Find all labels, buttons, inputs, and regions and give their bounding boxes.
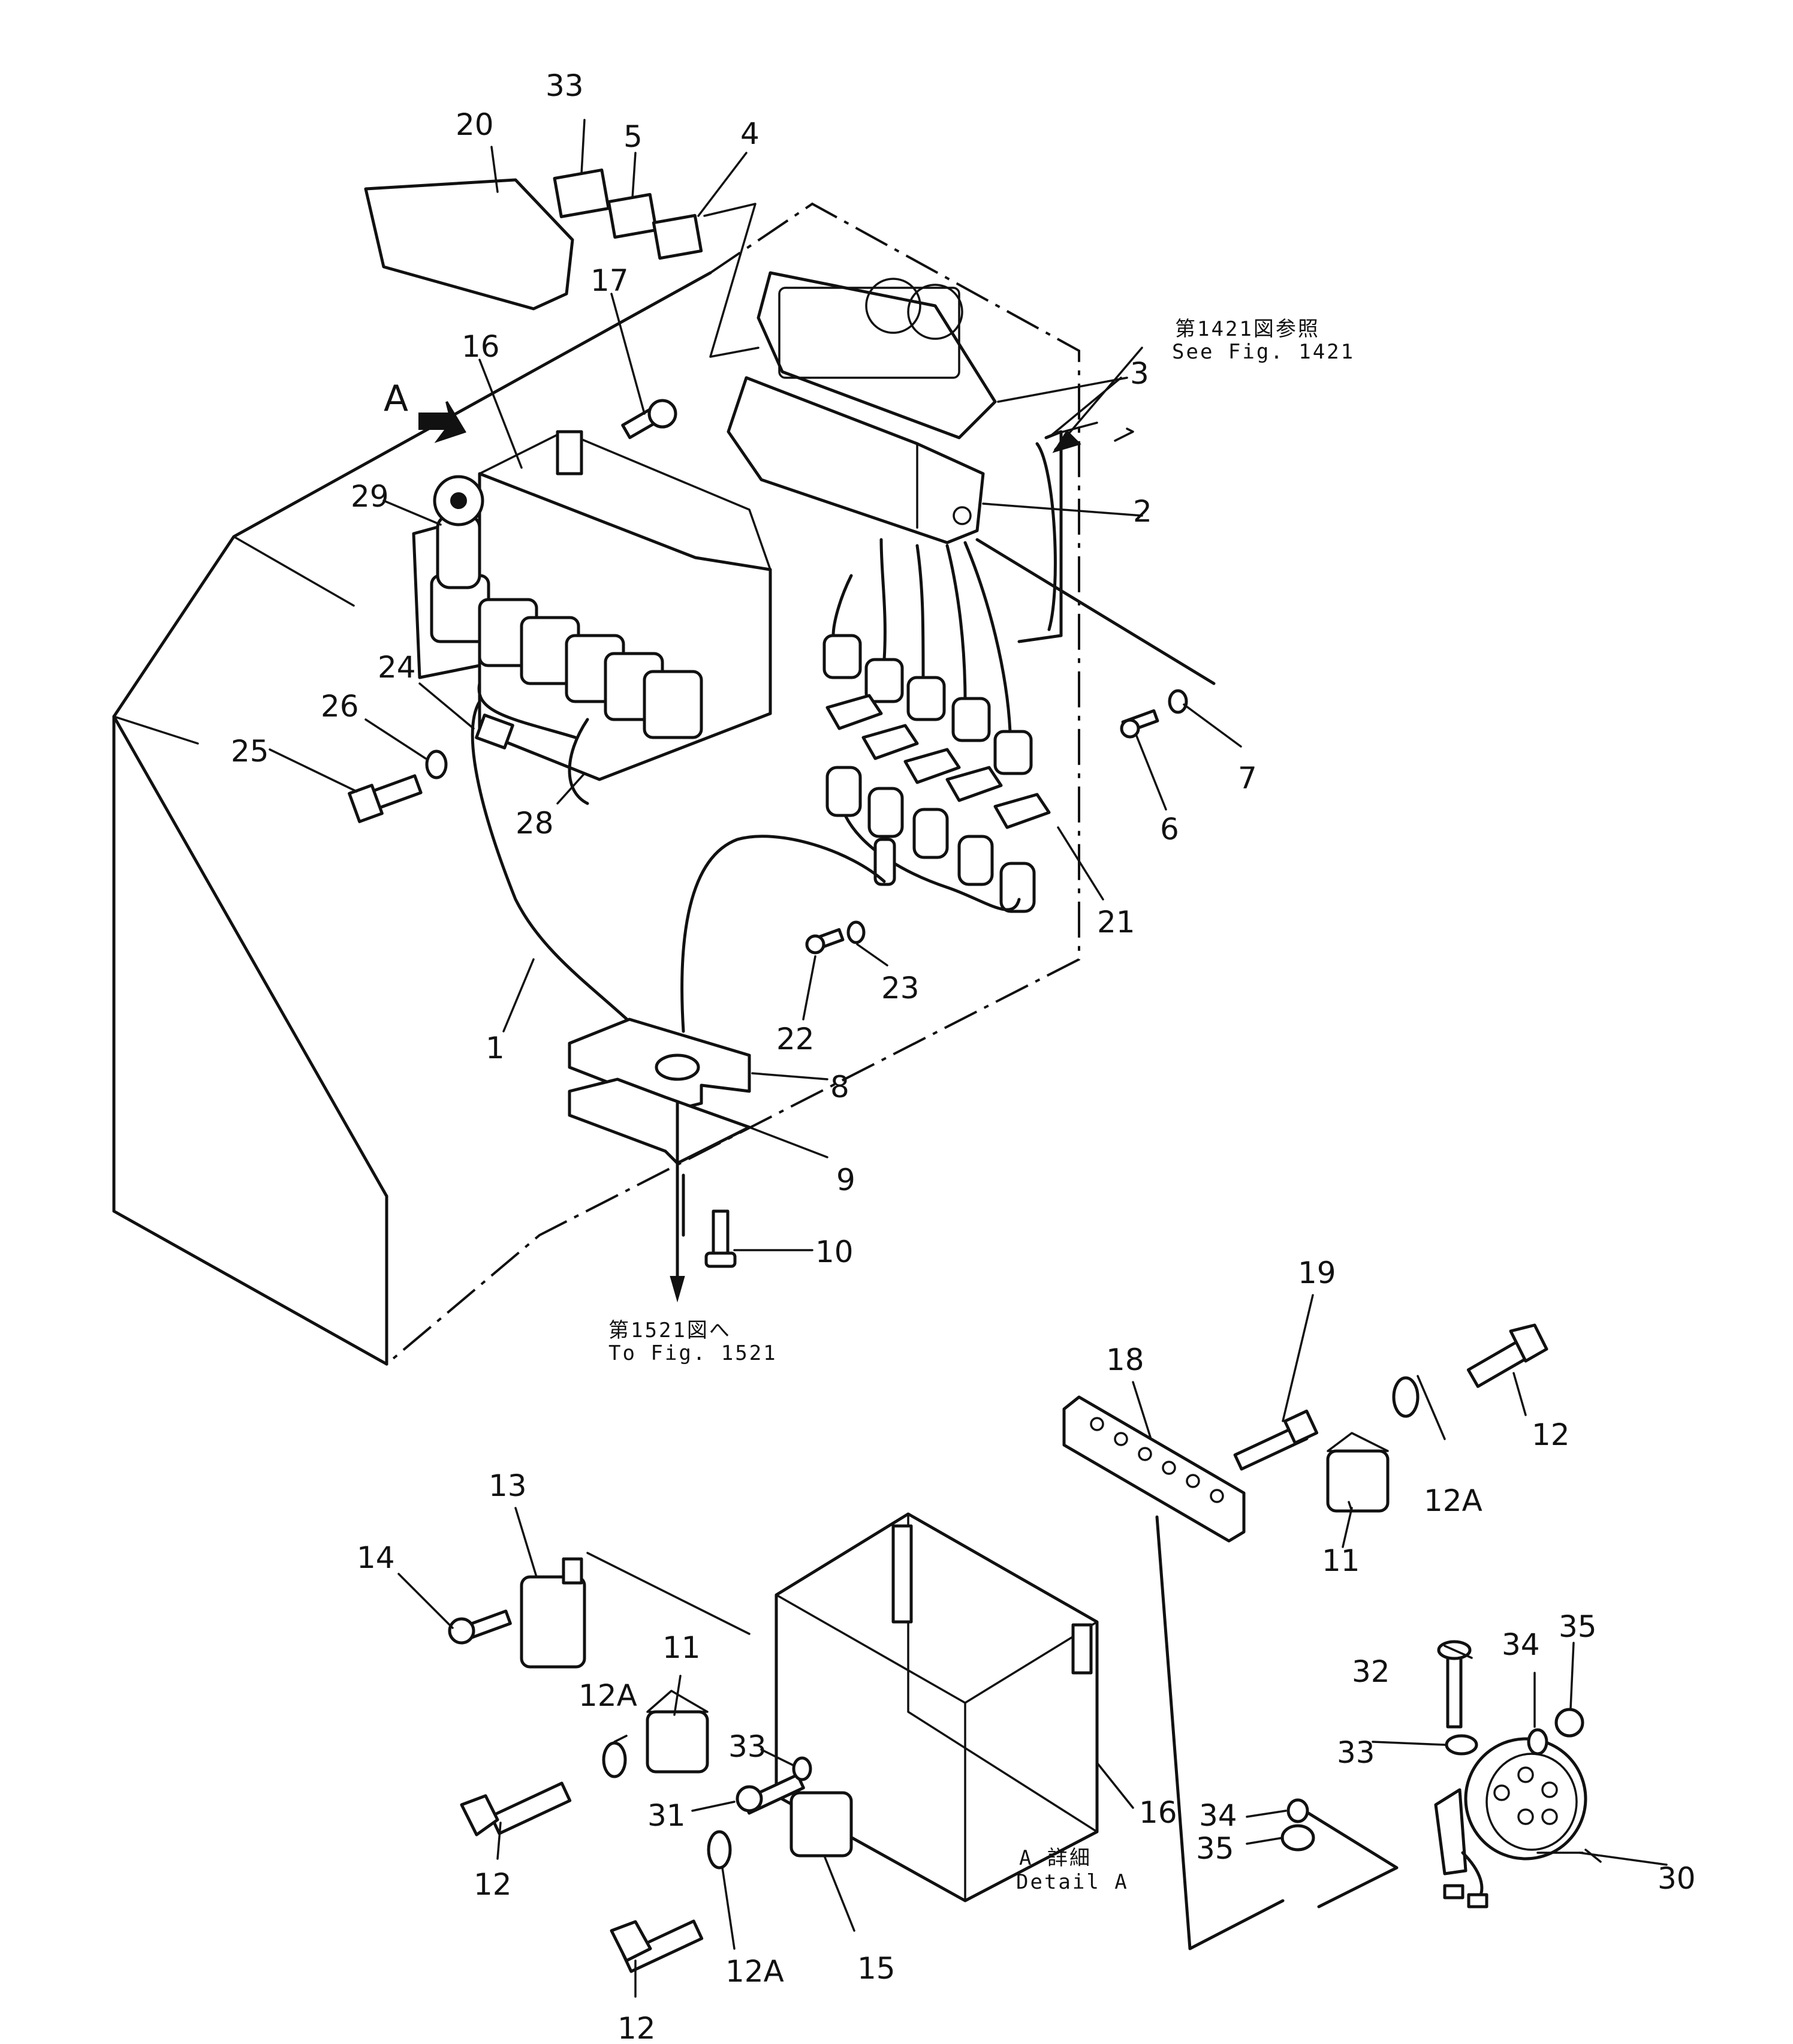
wire-28 (568, 718, 589, 805)
washers-12A (602, 1376, 1420, 1870)
buzzer-30 (1434, 1737, 1587, 1908)
label-12-top-right: 12 (1532, 1417, 1570, 1452)
label-17: 17 (590, 263, 629, 298)
screw-6-washer-7 (1120, 689, 1188, 739)
label-9: 9 (836, 1163, 855, 1197)
note-see-fig-en: See Fig. 1421 (1172, 340, 1355, 364)
monitor-panel-2 (727, 376, 985, 544)
bolt-14 (448, 1609, 512, 1645)
starter-switch-29 (433, 475, 484, 589)
leader-lines (269, 119, 1668, 1998)
label-14: 14 (357, 1540, 395, 1575)
label-4: 4 (740, 116, 760, 151)
bolt-25 (348, 774, 423, 823)
label-21: 21 (1097, 905, 1135, 940)
label-33-right: 33 (1337, 1735, 1375, 1770)
callout-a-label: A (384, 378, 408, 420)
label-8: 8 (830, 1070, 849, 1104)
label-12A-bottom: 12A (725, 1954, 784, 1989)
label-7: 7 (1238, 761, 1257, 796)
label-34-bottom: 34 (1199, 1798, 1237, 1833)
label-11-left: 11 (662, 1630, 701, 1665)
lower-connectors (680, 766, 1036, 1033)
plate-9 (568, 1077, 751, 1303)
note-see-fig-jp: 第1421図参照 (1175, 317, 1320, 341)
label-15: 15 (857, 1951, 896, 1986)
label-11-right: 11 (1322, 1543, 1360, 1578)
label-12A-left: 12A (578, 1678, 637, 1713)
bolt-19 (1233, 1409, 1319, 1471)
label-32: 32 (1352, 1654, 1390, 1689)
label-35-top: 35 (1559, 1609, 1597, 1644)
label-25: 25 (231, 734, 269, 769)
note-detail-en: Detail A (1016, 1870, 1129, 1894)
bracket-lines (586, 1515, 1399, 1950)
relay-11-right (1326, 1432, 1390, 1513)
label-30: 30 (1658, 1861, 1696, 1896)
bolts-12 (460, 1323, 1548, 1973)
label-16-top: 16 (462, 329, 500, 364)
label-12-bottom: 12 (617, 2011, 656, 2044)
label-20: 20 (456, 107, 494, 142)
label-33-middle: 33 (728, 1729, 767, 1764)
label-6: 6 (1160, 812, 1179, 847)
screw-31 (736, 1756, 812, 1815)
washer-26 (425, 749, 448, 779)
part-labels: 33 20 5 4 17 16 3 2 29 24 26 25 28 6 7 2… (231, 68, 1696, 2044)
label-5: 5 (623, 119, 643, 154)
notes: 第1421図参照 See Fig. 1421 第1521図へ To Fig. 1… (608, 317, 1355, 1894)
note-to-fig-en: To Fig. 1521 (608, 1341, 778, 1365)
label-10: 10 (815, 1235, 854, 1269)
switch-parts-33-5-4 (553, 168, 703, 260)
note-detail-jp: A 詳細 (1019, 1846, 1092, 1870)
label-24: 24 (378, 650, 416, 685)
label-31: 31 (647, 1798, 686, 1833)
screw-22-washer-23 (805, 920, 866, 955)
relay-11-left (646, 1690, 709, 1774)
monitor-panel-3 (757, 271, 997, 439)
label-19: 19 (1298, 1256, 1336, 1290)
label-1: 1 (486, 1031, 505, 1065)
label-26: 26 (321, 689, 359, 724)
label-29: 29 (351, 479, 389, 514)
label-18: 18 (1106, 1342, 1144, 1377)
bolt-17 (621, 399, 677, 439)
callout-a-arrow (418, 401, 466, 443)
label-22: 22 (776, 1022, 815, 1056)
relay-13 (520, 1557, 586, 1669)
label-16-detail: 16 (1139, 1795, 1177, 1830)
note-to-fig-jp: 第1521図へ (608, 1318, 731, 1342)
harness-connectors (822, 430, 1216, 775)
label-12-left: 12 (474, 1867, 512, 1902)
terminal-strip-18 (1062, 1395, 1246, 1543)
label-3: 3 (1130, 356, 1149, 391)
cover-part-20 (364, 178, 574, 311)
label-2: 2 (1133, 494, 1152, 529)
label-13: 13 (489, 1468, 527, 1503)
detail-a-box-16 (775, 1512, 1099, 1902)
relay-15 (789, 1791, 853, 1858)
label-28: 28 (516, 806, 554, 841)
label-33-top: 33 (546, 68, 584, 103)
clip-parts-21 (825, 694, 1051, 829)
label-12A-right: 12A (1424, 1483, 1482, 1518)
label-23: 23 (881, 971, 920, 1006)
bolt-10 (704, 1209, 737, 1268)
label-34-top: 34 (1502, 1627, 1540, 1662)
console-outline (112, 202, 1080, 1366)
label-35-bottom: 35 (1196, 1831, 1234, 1866)
relays-row (430, 574, 703, 739)
